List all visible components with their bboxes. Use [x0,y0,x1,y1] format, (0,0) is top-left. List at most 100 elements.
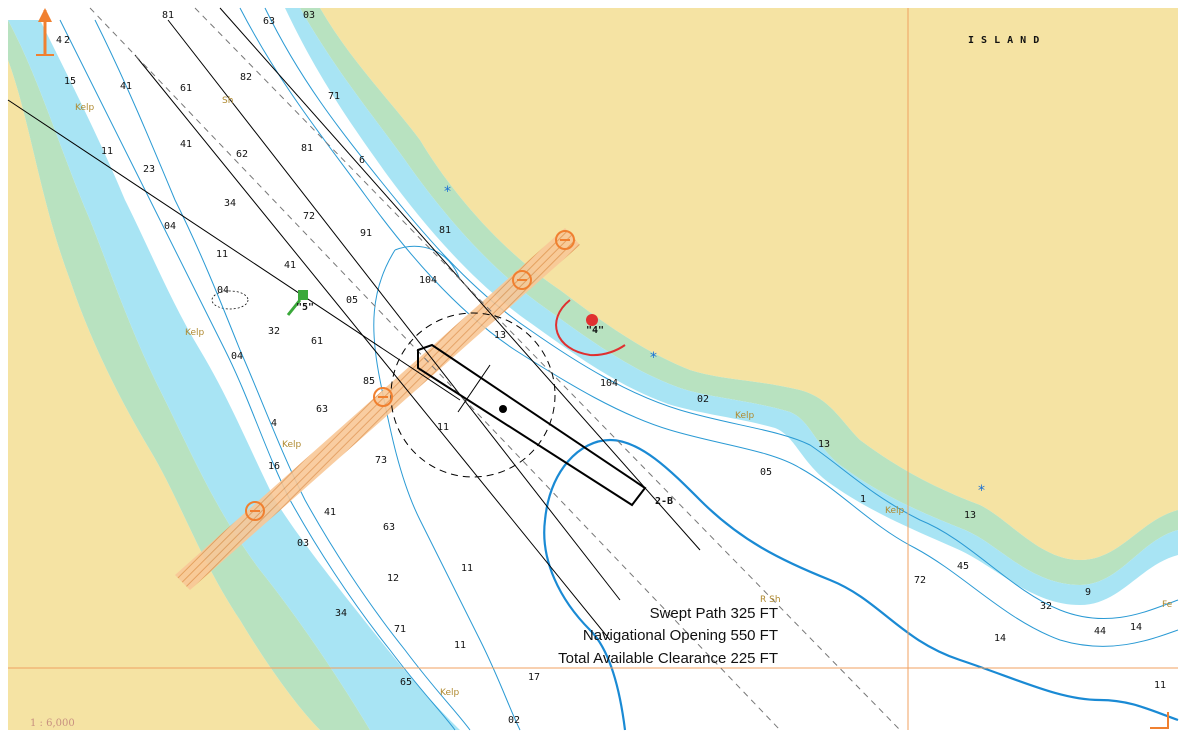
sounding: 32 [1040,601,1052,612]
sounding: 13 [818,439,830,450]
west-shallow [8,20,460,730]
navigational-opening-annotation: Navigational Opening 550 FT [582,627,778,644]
north-arrow-icon [36,8,54,56]
bottom-note: Fe [1162,600,1173,610]
sounding: 15 [64,76,76,87]
sounding: 81 [162,10,174,21]
sounding: 62 [236,149,248,160]
sounding: 104 [600,378,618,389]
sounding: 81 [301,143,313,154]
sounding: 41 [180,139,192,150]
sounding: 11 [101,146,113,157]
sounding: 14 [1130,622,1142,633]
sounding: 2 [64,35,70,46]
sounding: 04 [217,285,229,296]
light-label: 2-B [655,496,673,507]
sounding: 72 [303,211,315,222]
bottom-note: Kelp [440,688,459,698]
svg-text:*: * [978,483,985,499]
vessel-center-point [499,405,507,413]
bridge-pier-markers [245,230,575,521]
sounding: 32 [268,326,280,337]
sounding: 04 [164,221,176,232]
bottom-notes: Kelp Kelp Kelp Kelp Kelp Kelp Sh R Sh Fe [75,96,1173,698]
green-buoy-label: "5" [296,302,314,313]
sounding: 03 [297,538,309,549]
sounding: 9 [1085,587,1091,598]
sounding: 61 [180,83,192,94]
kelp-patch-outline [211,290,249,310]
sounding: 11 [216,249,228,260]
sounding: 81 [439,225,451,236]
total-clearance-annotation: Total Available Clearance 225 FT [558,650,778,667]
vessel-crossline [457,364,491,413]
sounding: 44 [1094,626,1106,637]
sounding: 11 [461,563,473,574]
sounding: 65 [400,677,412,688]
svg-text:*: * [444,184,451,200]
sounding: 11 [1154,680,1166,691]
scale-label: 1 : 6,000 [30,718,75,729]
sounding: 11 [454,640,466,651]
sounding: 04 [231,351,243,362]
bottom-note: Kelp [282,440,301,450]
depth-contours [59,7,1179,731]
sounding: 4 [56,35,62,46]
sounding: 12 [387,573,399,584]
pier-marker-ticks [250,239,570,512]
rock-markers: * * * [444,184,985,499]
sounding: 73 [375,455,387,466]
sounding: 13 [964,510,976,521]
sounding: 41 [324,507,336,518]
sounding: 61 [311,336,323,347]
depth-soundings: 4 2 15 41 61 81 63 03 82 71 11 23 41 62 … [56,10,1166,726]
sounding: 11 [437,422,449,433]
sounding: 4 [271,418,277,429]
sounding: 63 [316,404,328,415]
sounding: 17 [528,672,540,683]
sounding: 34 [335,608,347,619]
sounding: 13 [494,330,506,341]
red-buoy [555,299,626,357]
sounding: 91 [360,228,372,239]
bottom-note: R Sh [760,595,781,605]
sounding: 85 [363,376,375,387]
vessel-outline [417,343,647,507]
sounding: 05 [760,467,772,478]
sounding: 34 [224,198,236,209]
sounding: 104 [419,275,437,286]
sounding: 23 [143,164,155,175]
bridge-alignment [175,228,580,590]
bottom-note: Sh [222,96,233,106]
bottom-note: Kelp [185,328,204,338]
sounding: 45 [957,561,969,572]
deep-contour [543,438,1179,731]
sounding: 03 [303,10,315,21]
sounding: 6 [359,155,365,166]
sounding: 05 [346,295,358,306]
bottom-note: Kelp [735,411,754,421]
red-buoy-label: "4" [586,325,604,336]
sounding: 63 [263,16,275,27]
sounding: 41 [120,81,132,92]
bottom-note: Kelp [75,103,94,113]
sounding: 14 [994,633,1006,644]
bottom-note: Kelp [885,506,904,516]
sounding: 16 [268,461,280,472]
sounding: 1 [860,494,866,505]
green-buoy [286,290,308,316]
sounding: 71 [328,91,340,102]
corner-tick-icon [1150,712,1169,729]
sounding: 41 [284,260,296,271]
sounding: 71 [394,624,406,635]
sounding: 02 [697,394,709,405]
sounding: 02 [508,715,520,726]
island-label: I S L A N D [968,35,1040,46]
swept-path-annotation: Swept Path 325 FT [649,605,778,622]
dashed-channel-lines [89,7,901,731]
sounding: 72 [914,575,926,586]
island-land [320,8,1178,560]
west-land [8,60,320,730]
